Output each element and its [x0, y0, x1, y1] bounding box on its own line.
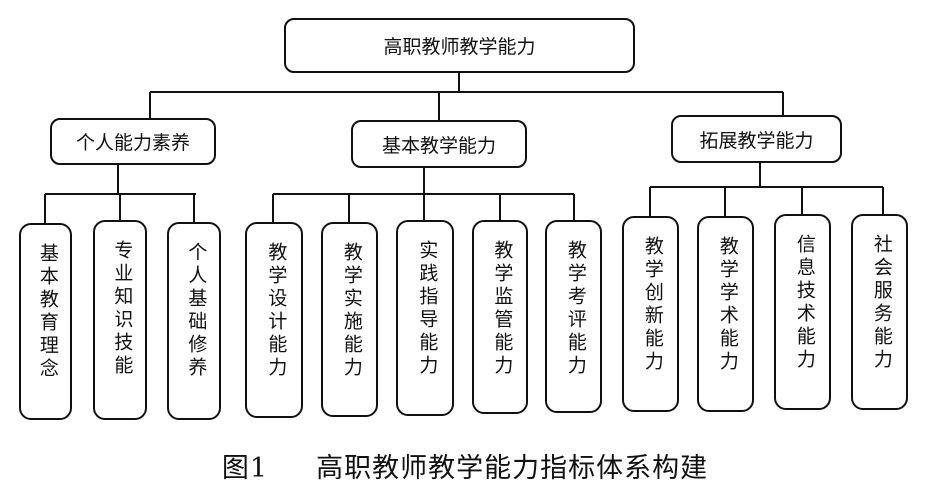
leaf-label: 社会服务能力 — [870, 234, 893, 372]
leaf-label: 教学考评能力 — [564, 240, 587, 378]
leaf-node: 教学监管能力 — [472, 220, 528, 414]
leaf-node: 教学设计能力 — [245, 222, 303, 418]
leaf-label: 教学监管能力 — [491, 240, 514, 378]
leaf-node: 个人基础修养 — [167, 222, 221, 420]
category-node-basic: 基本教学能力 — [351, 120, 527, 168]
leaf-label: 专业知识技能 — [111, 240, 134, 378]
category-label: 个人能力素养 — [75, 132, 190, 154]
leaf-label: 教学创新能力 — [641, 236, 664, 374]
leaf-label: 个人基础修养 — [185, 242, 208, 380]
category-node-extended: 拓展教学能力 — [671, 115, 842, 163]
leaf-node: 实践指导能力 — [396, 220, 454, 416]
leaf-node: 教学创新能力 — [622, 216, 679, 412]
leaf-node: 教学实施能力 — [321, 222, 378, 417]
leaf-label: 教学实施能力 — [340, 242, 363, 380]
category-label: 基本教学能力 — [381, 134, 496, 157]
leaf-label: 教学学术能力 — [716, 236, 739, 374]
leaf-node: 信息技术能力 — [774, 214, 831, 410]
category-label: 拓展教学能力 — [699, 129, 814, 152]
leaf-node: 基本教育理念 — [19, 223, 72, 420]
root-label: 高职教师教学能力 — [383, 36, 536, 58]
leaf-node: 专业知识技能 — [93, 220, 147, 420]
leaf-label: 信息技术能力 — [793, 234, 816, 372]
leaf-node: 教学学术能力 — [697, 216, 754, 412]
leaf-label: 基本教育理念 — [36, 243, 59, 381]
leaf-node: 社会服务能力 — [851, 214, 908, 410]
leaf-label: 教学设计能力 — [265, 242, 288, 380]
leaf-label: 实践指导能力 — [416, 240, 439, 378]
category-node-personal: 个人能力素养 — [50, 118, 216, 165]
figure-caption: 图1 高职教师教学能力指标体系构建 — [0, 446, 930, 485]
figure-number: 图1 — [221, 453, 269, 484]
root-node: 高职教师教学能力 — [284, 18, 635, 73]
leaf-node: 教学考评能力 — [545, 220, 602, 413]
figure-title: 高职教师教学能力指标体系构建 — [316, 453, 709, 484]
